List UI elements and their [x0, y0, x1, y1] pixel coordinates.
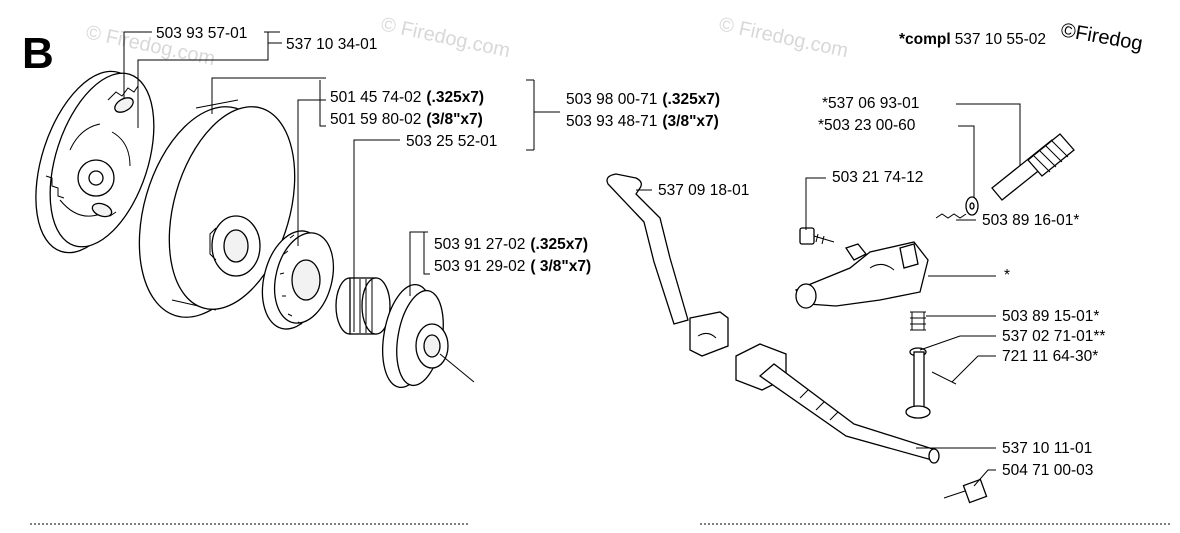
watermark: © Firedog.com [379, 13, 512, 62]
pump-shaft-drawing [965, 133, 1075, 216]
label-pin: 721 11 64-30* [1002, 348, 1098, 365]
screw-drawing [799, 227, 835, 245]
label-rim-38: 501 59 80-02(3/8"x7) [330, 111, 483, 128]
oil-hose-drawing [735, 343, 940, 464]
lower-spring-piston-drawing [905, 311, 957, 419]
part-labels: 503 93 57-01 537 10 34-01 501 45 74-02(.… [156, 25, 1105, 479]
label-washer: *503 23 00-60 [818, 117, 916, 134]
label-piston: 537 02 71-01** [1002, 328, 1105, 345]
label-clutch-kit: 537 10 34-01 [286, 36, 377, 53]
label-screw: 503 21 74-12 [832, 169, 923, 186]
label-rim-325: 501 45 74-02(.325x7) [330, 89, 484, 106]
label-drum-325: 503 98 00-71(.325x7) [566, 91, 720, 108]
label-pump-shaft: *537 06 93-01 [822, 95, 919, 112]
label-drum-38: 503 93 48-71(3/8"x7) [566, 113, 719, 130]
rim-sprocket-drawing [261, 230, 335, 330]
label-clutch-assy: 503 93 57-01 [156, 25, 247, 42]
label-pump-body: * [1004, 267, 1010, 284]
nipple-drawing [943, 478, 988, 504]
spur-sprocket-drawing [382, 283, 475, 389]
clutch-drum-drawing [138, 99, 296, 318]
lever-drawing [606, 173, 729, 357]
header-prefix: *compl [899, 31, 951, 48]
clutch-assembly-drawing [35, 70, 155, 254]
leader-lines [123, 31, 1021, 487]
section-letter: B [22, 29, 54, 78]
pump-body-drawing [794, 213, 967, 309]
label-nipple: 504 71 00-03 [1002, 462, 1093, 479]
label-oil-hose: 537 10 11-01 [1002, 440, 1092, 457]
needle-bearing-drawing [335, 277, 391, 335]
label-spring-top: 503 89 16-01* [982, 212, 1079, 229]
label-spur-38: 503 91 29-02( 3/8"x7) [434, 258, 591, 275]
label-spring-bottom: 503 89 15-01* [1002, 308, 1099, 325]
label-lever: 537 09 18-01 [658, 182, 749, 199]
label-spur-325: 503 91 27-02(.325x7) [434, 236, 588, 253]
brand-mark: ©Firedog [1059, 19, 1144, 55]
watermark: © Firedog.com [717, 13, 850, 62]
label-needle-bearing: 503 25 52-01 [406, 133, 497, 150]
header-number: 537 10 55-02 [955, 31, 1046, 48]
